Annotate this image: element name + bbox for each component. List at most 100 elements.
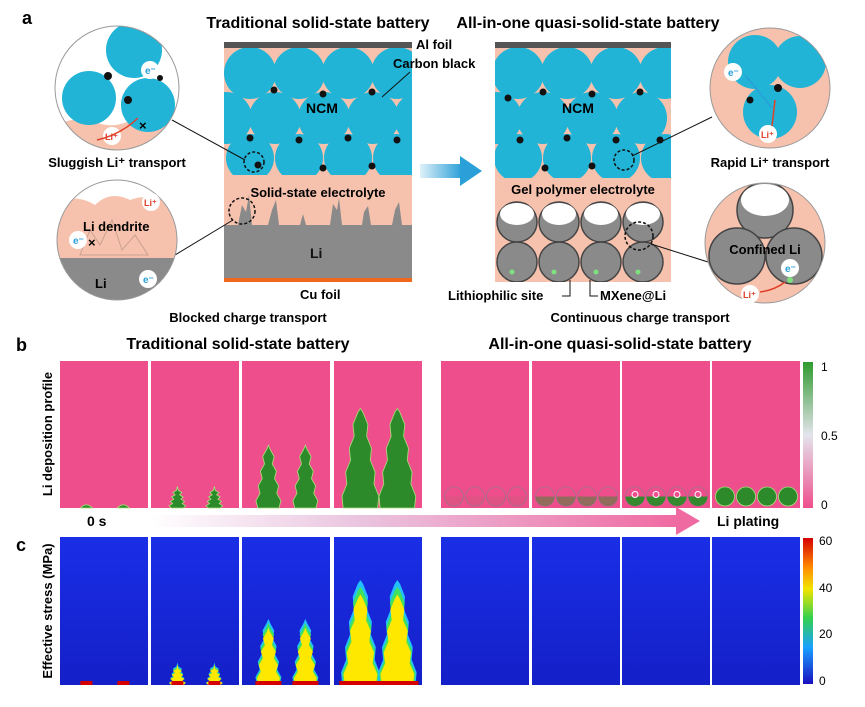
electron-label-dendrite-b: e⁻ [143,275,154,286]
dendrite [292,444,319,509]
frame-b-traditional-3 [242,361,330,509]
confined-li [465,496,485,506]
panel-b-title-left: Traditional solid-state battery [126,336,349,353]
host-outline [556,486,576,507]
label-li-dendrite: Li dendrite [83,219,149,234]
label-blocked: Blocked charge transport [169,310,327,325]
frame-background [712,537,800,685]
stress-high [343,594,378,685]
confined-li [778,486,798,507]
label-continuous: Continuous charge transport [550,310,730,325]
frame-c-quasi-1 [441,537,529,685]
quasi-solid-battery [495,42,671,282]
label-carbon-black: Carbon black [393,56,476,71]
frame-background [242,361,330,508]
colorbar-b-tick-1: 1 [821,360,828,374]
label-solid-electrolyte: Solid-state electrolyte [250,185,385,200]
frame-b-traditional-1 [60,361,148,509]
blocked-mark-dendrite: × [88,235,96,250]
frame-background [532,537,620,685]
colorbar-b-tick-0: 0 [821,498,828,512]
blocked-mark-sluggish: × [139,118,147,133]
void [652,491,660,498]
frame-c-quasi-3 [622,537,710,685]
host-outline [535,486,555,507]
label-mxene: MXene@Li [600,288,666,303]
li-ion-badge-rapid [759,125,777,143]
confined-li [556,496,576,506]
frame-background [242,537,330,685]
stress-peak [171,681,184,685]
confined-li [625,496,645,506]
colorbar-c: 60 40 20 0 [803,534,833,688]
colorbar-c-tick-40: 40 [819,581,833,595]
frame-background [60,361,148,508]
bubble-rapid: e⁻ Li⁺ [709,27,831,149]
label-sluggish: Sluggish Li⁺ transport [48,155,186,170]
callout-dendrite-left [228,197,256,225]
panel-b-ylabel: Li deposition profile [40,372,55,496]
li-ion-label-dendrite: Li⁺ [144,198,157,208]
confined-li [598,496,618,506]
dendrite [341,407,380,509]
frame-c-traditional-1 [60,537,148,685]
stress-frames [60,537,800,685]
li-ion-label-rapid: Li⁺ [761,130,774,140]
ncm-particles-left [224,47,412,182]
confined-li [667,496,687,506]
label-gel-electrolyte: Gel polymer electrolyte [511,182,655,197]
label-li-left: Li [310,245,322,261]
li-ion-badge-confined [741,285,759,303]
li-ion-badge-dendrite [142,193,160,211]
stress-peak [339,681,382,685]
colorbar-c-tick-20: 20 [819,627,833,641]
host-outline [486,486,506,507]
deposition-frames [60,361,800,509]
dendrites-left [238,195,402,225]
confined-li [757,486,777,507]
stress-high [256,627,280,685]
confined-li [486,496,506,506]
colorbar-b: 1 0.5 0 [803,360,838,512]
ncm-particles-right [495,47,671,182]
time-arrow [150,507,700,535]
electron-label-sluggish: e⁻ [145,66,156,77]
frame-background [60,537,148,685]
transform-arrow [420,156,482,186]
stress-peak [376,681,419,685]
frame-b-traditional-4 [334,361,422,509]
electron-badge-dendrite-b [139,270,157,288]
void [673,491,681,498]
bubble-confined: Confined Li e⁻ Li⁺ [704,182,826,304]
bubble-sluggish: e⁻ Li⁺ × [54,25,180,151]
panel-b-letter: b [16,335,27,355]
host-outline [465,486,485,507]
dendrite [116,504,131,509]
panel-c-letter: c [16,535,26,555]
electron-badge-rapid [724,63,742,81]
frame-b-quasi-3 [622,361,710,508]
frame-c-traditional-4 [334,537,422,685]
confined-li [715,486,735,507]
callout-ncm-left [243,151,265,173]
title-traditional: Traditional solid-state battery [206,15,429,32]
stress-peak [255,681,282,685]
frame-background [151,537,239,685]
frame-b-quasi-4 [712,361,800,508]
dendrite [205,486,224,509]
dendrite [378,407,417,509]
title-all-in-one: All-in-one quasi-solid-state battery [456,15,719,32]
electron-label-confined: e⁻ [785,264,796,275]
label-confined-li: Confined Li [729,242,801,257]
frame-background [151,361,239,508]
label-rapid: Rapid Li⁺ transport [711,155,830,170]
dendrite [255,444,282,509]
frame-c-quasi-4 [712,537,800,685]
panel-b: b Traditional solid-state battery All-in… [16,335,838,535]
host-outline [598,486,618,507]
mxene-hosts [496,201,664,282]
confined-li [646,496,666,506]
electron-badge-dendrite-a [69,231,87,249]
frame-b-traditional-2 [151,361,239,509]
carbon-black-right [504,88,664,172]
